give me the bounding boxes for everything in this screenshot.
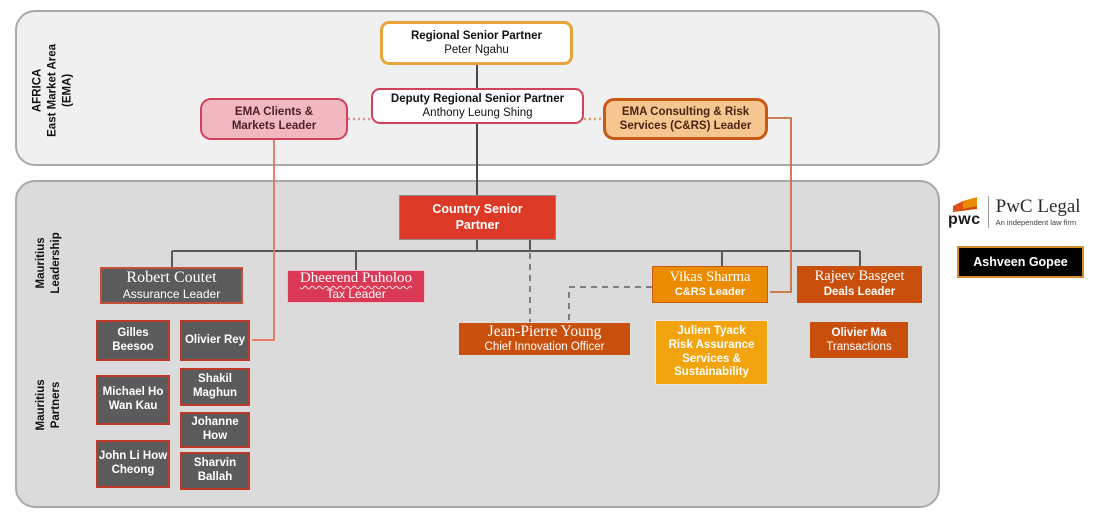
node-person: Vikas Sharma [669, 268, 751, 285]
line-clients-to-olivier-rey [252, 140, 275, 341]
node-role: Risk Assurance Services & Sustainability [668, 338, 755, 379]
node-chief-innovation-officer: Jean-Pierre Young Chief Innovation Offic… [458, 322, 631, 356]
node-assurance-leader: Robert Coutet Assurance Leader [100, 267, 243, 304]
partner-name: Michael Ho Wan Kau [102, 386, 164, 412]
node-tax-leader: Dheerend Puholoo Tax Leader [287, 270, 425, 303]
node-person: Julien Tyack [677, 324, 746, 337]
node-regional-senior-partner: Regional Senior Partner Peter Ngahu [380, 21, 573, 65]
node-risk-assurance-leader: Julien Tyack Risk Assurance Services & S… [655, 320, 768, 385]
node-person: Anthony Leung Shing [422, 107, 533, 119]
node-person: Peter Ngahu [444, 44, 509, 56]
node-person: Robert Coutet [126, 269, 217, 287]
partner-box: Michael Ho Wan Kau [96, 375, 170, 425]
node-deputy-regional-senior-partner: Deputy Regional Senior Partner Anthony L… [371, 88, 584, 124]
legal-person-badge: Ashveen Gopee [957, 246, 1084, 278]
line-crs-to-vikas [768, 117, 792, 293]
dashed-crs-to-cio [568, 286, 652, 322]
partner-box: Olivier Rey [180, 320, 250, 361]
node-title: Country Senior Partner [432, 201, 523, 232]
legal-person-name: Ashveen Gopee [973, 255, 1068, 269]
pwc-wordmark: pwc [948, 196, 981, 228]
partner-box: John Li How Cheong [96, 440, 170, 488]
node-role: Transactions [826, 341, 892, 353]
node-role: C&RS Leader [674, 285, 746, 298]
node-transactions-leader: Olivier Ma Transactions [810, 322, 908, 358]
node-role: Tax Leader [326, 286, 386, 301]
node-role: Deals Leader [823, 286, 896, 299]
node-title: Deputy Regional Senior Partner [390, 92, 565, 105]
node-ema-clients-markets-leader: EMA Clients & Markets Leader [200, 98, 348, 140]
node-person: Jean-Pierre Young [487, 323, 602, 341]
node-role: Assurance Leader [122, 286, 221, 301]
brand-tagline: An independent law firm [995, 218, 1077, 227]
pwc-text: pwc [948, 210, 981, 228]
partner-box: Shakil Maghun [180, 368, 250, 406]
node-country-senior-partner: Country Senior Partner [399, 195, 556, 240]
brand-name: PwC Legal [995, 196, 1081, 217]
node-crs-leader: Vikas Sharma C&RS Leader [652, 266, 768, 303]
node-person: Dheerend Puholoo [299, 270, 413, 287]
partner-name: John Li How Cheong [98, 450, 168, 476]
node-title: EMA Consulting & Risk Services (C&RS) Le… [619, 105, 752, 132]
partner-name: Johanne How [191, 416, 239, 442]
logo-divider [987, 196, 989, 228]
pwc-legal-logo: pwc PwC Legal An independent law firm [948, 196, 1090, 228]
node-role: Chief Innovation Officer [484, 340, 605, 353]
node-deals-leader: Rajeev Basgeet Deals Leader [797, 266, 922, 303]
node-person: Olivier Ma [831, 326, 887, 339]
node-person: Rajeev Basgeet [814, 268, 905, 285]
partner-box: Gilles Beesoo [96, 320, 170, 361]
node-title: Regional Senior Partner [410, 29, 542, 42]
pwc-flame-icon [953, 196, 978, 212]
partner-name: Olivier Rey [184, 333, 246, 346]
partner-name: Gilles Beesoo [112, 326, 154, 353]
partner-box: Johanne How [180, 412, 250, 448]
node-ema-crs-leader: EMA Consulting & Risk Services (C&RS) Le… [603, 98, 768, 140]
partner-box: Sharvin Ballah [180, 452, 250, 490]
node-title: EMA Clients & Markets Leader [231, 105, 317, 132]
partner-name: Shakil Maghun [192, 373, 238, 399]
partner-name: Sharvin Ballah [193, 457, 237, 483]
